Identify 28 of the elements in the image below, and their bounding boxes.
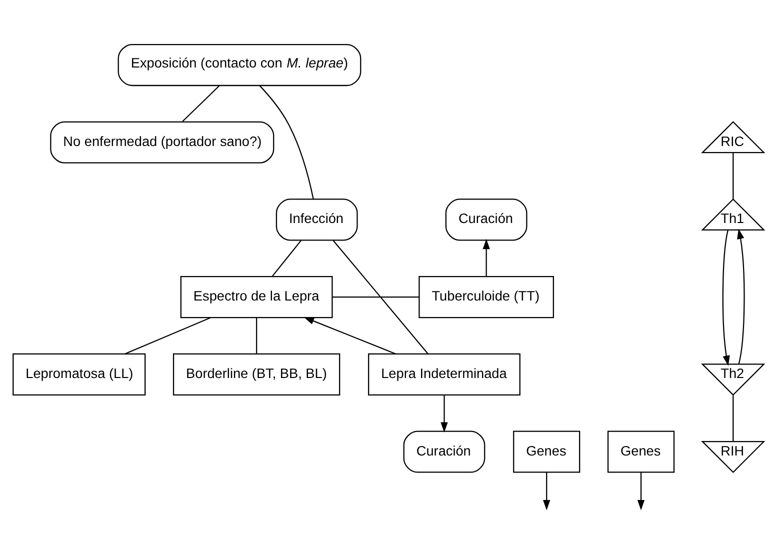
- connector: [732, 152, 734, 200]
- node-box: Lepra Indeterminada: [368, 353, 520, 396]
- arrow: [482, 238, 490, 276]
- node-box: Lepromatosa (LL): [12, 353, 146, 396]
- node-box: Tuberculoide (TT): [418, 276, 554, 318]
- arrow: [737, 228, 745, 364]
- connector: [182, 85, 220, 122]
- node-box: Borderline (BT, BB, BL): [172, 353, 340, 396]
- node-box: Espectro de la Lepra: [180, 276, 333, 318]
- arrow: [304, 317, 396, 354]
- connector: [124, 317, 211, 354]
- connector: [332, 296, 419, 298]
- connector: [256, 318, 258, 354]
- connector: [272, 240, 302, 276]
- arrow: [637, 472, 645, 510]
- connector: [332, 240, 428, 354]
- node-box: Exposición (contacto con M. leprae): [118, 44, 362, 86]
- arrow: [543, 472, 550, 510]
- arrow: [440, 395, 448, 432]
- node-box: Curación: [445, 198, 528, 241]
- node-box: No enfermedad (portador sano?): [50, 121, 274, 164]
- connector: [732, 395, 734, 442]
- connector: [259, 85, 314, 200]
- node-box: Genes: [513, 430, 580, 473]
- arrow: [722, 230, 730, 366]
- node-box: Curación: [403, 430, 486, 473]
- node-box: Infección: [276, 198, 358, 241]
- node-box: Genes: [607, 430, 675, 473]
